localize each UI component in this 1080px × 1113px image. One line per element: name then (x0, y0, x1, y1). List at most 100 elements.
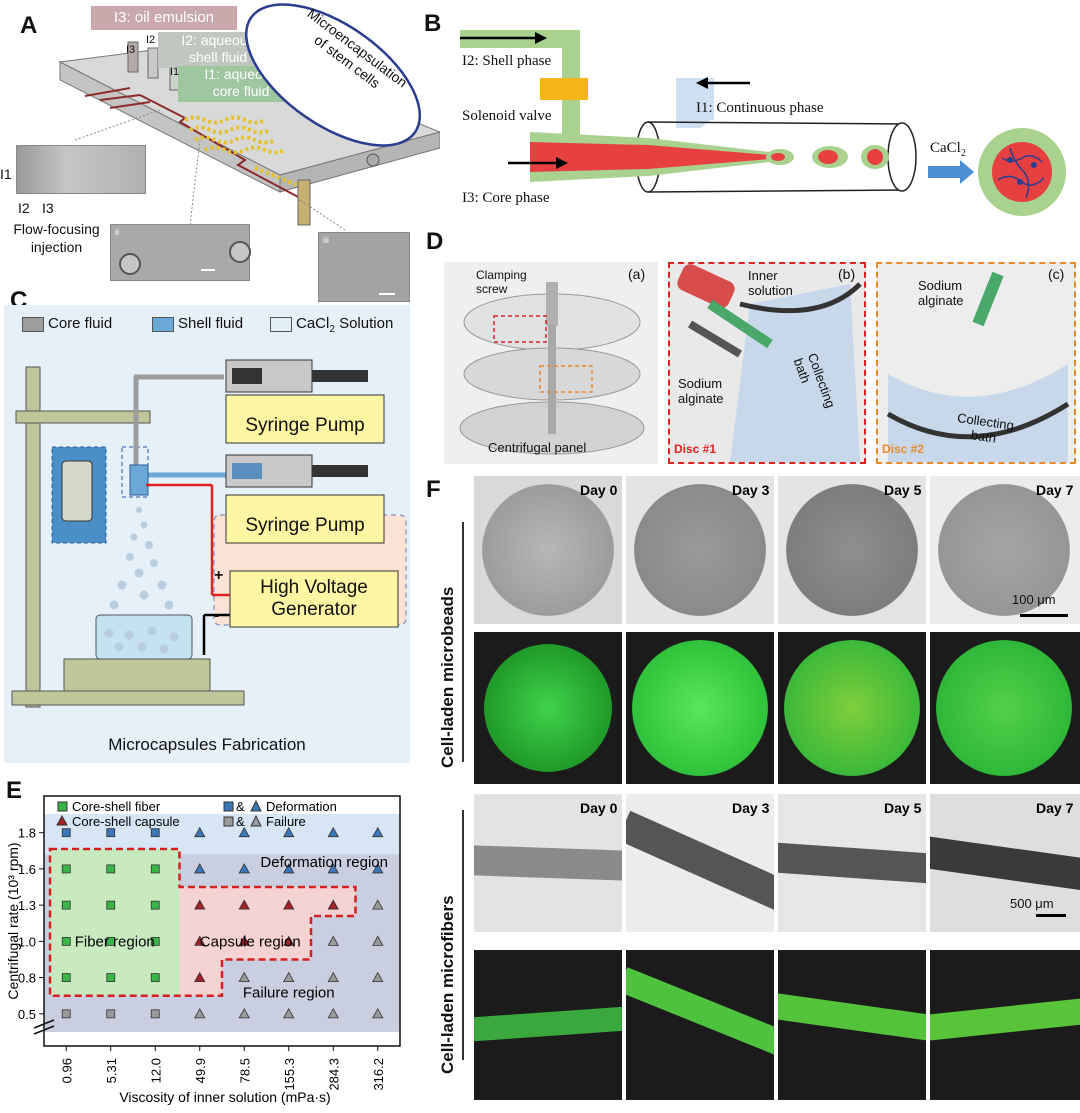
panel-label-b: B (424, 10, 442, 37)
microfiber-brightfield-day7 (930, 794, 1080, 932)
marker-failure-triangle (283, 1008, 295, 1019)
x-tick-label: 155.3 (282, 1058, 297, 1091)
marker-capsule-triangle (283, 935, 295, 946)
tag-oil-emulsion: I3: oil emulsion (91, 6, 237, 30)
marker-deformation-triangle (194, 863, 206, 874)
marker-deformation-triangle (327, 863, 339, 874)
marker-failure-square (61, 1009, 71, 1019)
scale-bar-100um: 100 μm (1012, 592, 1056, 607)
marker-deformation-triangle (283, 863, 295, 874)
disc2-label: Disc #2 (882, 442, 925, 456)
centrifugal-device-render: (a) Clamping screw Centrifugal panel (444, 262, 658, 464)
subpanel-b-label: (b) (838, 266, 856, 282)
capsule-region-bg (179, 887, 356, 996)
legend-core-fluid: Core fluid (48, 315, 113, 332)
inlet-i1-small: I1 (170, 66, 180, 78)
marker-fiber-square (106, 900, 116, 910)
marker-failure-triangle (283, 971, 295, 983)
marker-capsule-triangle (194, 971, 206, 983)
microfiber-brightfield-day3 (626, 794, 774, 932)
capsule-region-label: Capsule region (200, 933, 301, 950)
marker-failure-triangle (327, 971, 339, 983)
disc1-label: Disc #1 (674, 442, 717, 456)
marker-fiber-square (61, 973, 71, 983)
legend-cacl2-solution: CaCl2 Solution (296, 315, 394, 335)
plot-frame (43, 795, 401, 1047)
legend-failure-triangle (250, 814, 262, 827)
sodium-alginate-label-2: Sodium alginate (918, 278, 964, 308)
marker-fiber-square (61, 900, 71, 910)
marker-deformation-square (106, 828, 116, 838)
x-tick-label: 12.0 (148, 1058, 163, 1083)
microbead-brightfield-day7 (930, 476, 1080, 624)
microfiber-fluorescence-day0 (474, 950, 622, 1100)
x-axis-label: Viscosity of inner solution (mPa·s) (119, 1089, 330, 1105)
panel-b: I2: Shell phase Solenoid valve I1: Conti… (450, 20, 1080, 220)
marker-fiber-square (106, 936, 116, 946)
marker-deformation-triangle (372, 863, 384, 874)
legend-shell-fluid: Shell fluid (178, 315, 244, 332)
y-tick-label: 1.6 (18, 862, 36, 877)
marker-fiber-square (150, 973, 160, 983)
marker-capsule-triangle (238, 935, 250, 946)
x-tick-label: 316.2 (371, 1058, 386, 1091)
legend-and-2: & (236, 814, 245, 829)
syringe-pump-1-label: Syringe Pump (245, 415, 365, 436)
legend-core-swatch (22, 317, 44, 332)
flow-focusing-photo (16, 145, 146, 194)
microfiber-fluorescence-day7 (930, 950, 1080, 1100)
clamping-screw-label: Clamping screw (476, 268, 527, 296)
legend-cacl2-swatch (270, 317, 292, 332)
panel-a: I3: oil emulsion I2: aqueous shell fluid… (0, 0, 442, 302)
day-label-beads-0: Day 0 (580, 482, 618, 498)
marker-capsule-triangle (194, 935, 206, 946)
marker-deformation-triangle (238, 826, 250, 838)
marker-failure-triangle (372, 971, 384, 983)
panel-f: Cell-laden microbeads Cell-laden microfi… (438, 476, 1080, 1108)
electrospray-setup-illustration (11, 359, 407, 708)
fabrication-window-outline (48, 847, 357, 997)
marker-failure-square (106, 1009, 116, 1019)
microbead-fluorescence-day5 (778, 632, 926, 784)
marker-failure-triangle (194, 1008, 206, 1019)
microfluidic-chip-illustration (58, 41, 442, 231)
microbead-brightfield-day0 (474, 476, 622, 624)
inlet-i2-small: I2 (146, 34, 156, 46)
marker-fiber-square (61, 864, 71, 874)
marker-failure-triangle (327, 935, 339, 946)
x-tick-label: 49.9 (193, 1058, 208, 1083)
centrifugal-panel-label: Centrifugal panel (488, 440, 587, 455)
x-tick-label: 0.96 (59, 1058, 74, 1083)
inner-solution-label: Inner solution (748, 268, 793, 298)
legend-and-1: & (236, 799, 245, 814)
marker-failure-triangle (238, 1008, 250, 1019)
inset-label-i3: I3 (42, 200, 54, 216)
x-tick-label: 5.31 (104, 1058, 119, 1083)
fiber-region-bg (50, 848, 180, 996)
marker-failure-square (150, 1009, 160, 1019)
y-tick-label: 1.8 (18, 826, 36, 841)
shell-phase-label: I2: Shell phase (462, 53, 552, 69)
microbeads-row-label: Cell-laden microbeads (438, 586, 457, 768)
negative-terminal: - (214, 607, 220, 624)
marker-deformation-square (61, 828, 71, 838)
cacl2-label: CaCl2 (930, 140, 966, 159)
microcapsule-photo-iii: iii (318, 232, 410, 302)
marker-deformation-triangle (283, 826, 295, 838)
legend-failure-label: Failure (266, 814, 306, 829)
y-axis-label: Centrifugal rate (10³ rpm) (5, 842, 21, 999)
marker-fiber-square (150, 936, 160, 946)
microbead-fluorescence-day0 (474, 632, 622, 784)
axis-break-mark (33, 1025, 55, 1035)
legend-fiber-marker (57, 801, 68, 812)
marker-capsule-triangle (283, 899, 295, 910)
legend-fiber-label: Core-shell fiber (72, 799, 161, 814)
day-label-fibers-0: Day 0 (580, 800, 618, 816)
y-tick-label: 1.0 (18, 934, 36, 949)
marker-deformation-triangle (238, 863, 250, 874)
marker-failure-triangle (327, 1008, 339, 1019)
marker-failure-triangle (372, 1008, 384, 1019)
axis-break-mark (33, 1019, 55, 1029)
high-voltage-generator-label: High Voltage Generator (260, 577, 368, 620)
